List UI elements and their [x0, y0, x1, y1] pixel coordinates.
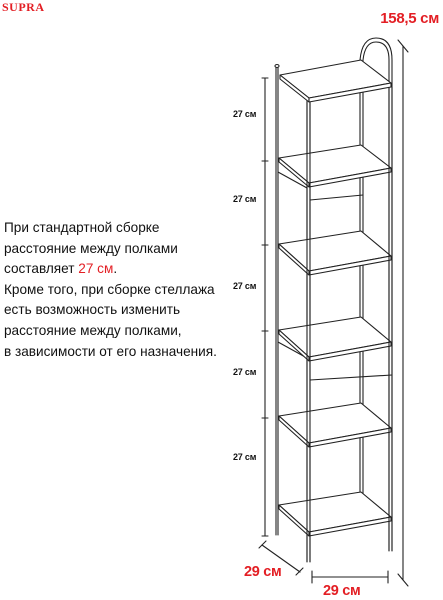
top-hoop [359, 37, 393, 86]
depth-label: 29 см [244, 564, 282, 580]
description-line: расстояние между полками [4, 240, 178, 256]
description-text-segment: . [113, 261, 118, 277]
description-line: в зависимости от его назначения. [4, 343, 217, 359]
shelf-4 [278, 316, 392, 362]
description-line: есть возможность изменить [4, 302, 181, 318]
description-line: расстояние между полками, [4, 322, 182, 338]
shelf-spacing-label: 27 см [233, 109, 257, 119]
description-line: составляет 27 см. [4, 259, 244, 280]
shelf-spacing-label: 27 см [233, 452, 257, 462]
shelf-2 [278, 144, 392, 188]
shelf-spacing-label: 27 см [233, 194, 257, 204]
shelf-3 [278, 230, 392, 276]
shelf-6 [278, 491, 392, 537]
total-height-label: 158,5 см [380, 10, 439, 27]
description-text: При стандартной сборке расстояние между … [4, 218, 244, 362]
shelf-1 [279, 59, 392, 103]
shelf-5 [278, 402, 392, 448]
shelf-spacing-label: 27 см [233, 281, 257, 291]
shelf-spacing-label: 27 см [233, 367, 257, 377]
depth-dimension-line [261, 544, 301, 573]
highlight-spacing-value: 27 см [78, 261, 114, 277]
description-line: Кроме того, при сборке стеллажа [4, 281, 215, 297]
description-text-segment: составляет [4, 261, 79, 277]
brand-logo: SUPRA [2, 0, 45, 14]
width-label: 29 см [323, 583, 361, 599]
description-line: При стандартной сборке [4, 220, 160, 235]
